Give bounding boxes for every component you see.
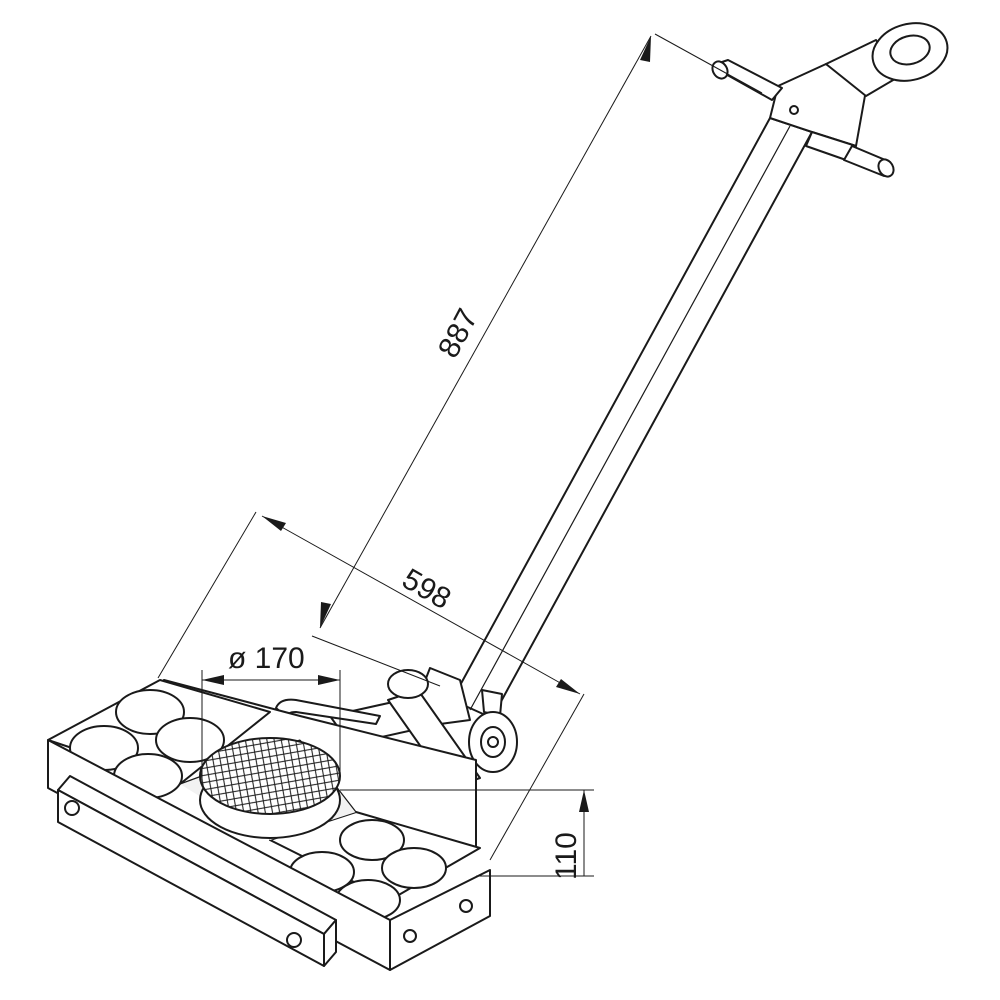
- dimension-label-887: 887: [432, 304, 485, 364]
- bolt-icon: [286, 932, 302, 948]
- roller: [155, 717, 225, 763]
- bolt-icon: [459, 899, 473, 913]
- dimension-label-598: 598: [397, 562, 457, 616]
- front-rail: [47, 739, 491, 971]
- turntable-pad: [199, 737, 341, 815]
- bolt-icon: [64, 800, 80, 816]
- dimension-label-diameter: ø 170: [228, 642, 305, 675]
- handle-assembly: [415, 22, 949, 725]
- dimension-110: 110: [340, 789, 594, 880]
- handle-bar: [451, 117, 813, 719]
- bolt-icon: [403, 929, 417, 943]
- roller: [339, 819, 405, 861]
- roller: [381, 847, 447, 889]
- rollers-left: [69, 689, 225, 799]
- rollers-right: [289, 819, 447, 921]
- dimension-diameter-170: ø 170: [201, 642, 341, 780]
- dimension-label-110: 110: [550, 832, 583, 880]
- turntable: [199, 737, 341, 839]
- steering-wheel-left: [387, 669, 429, 699]
